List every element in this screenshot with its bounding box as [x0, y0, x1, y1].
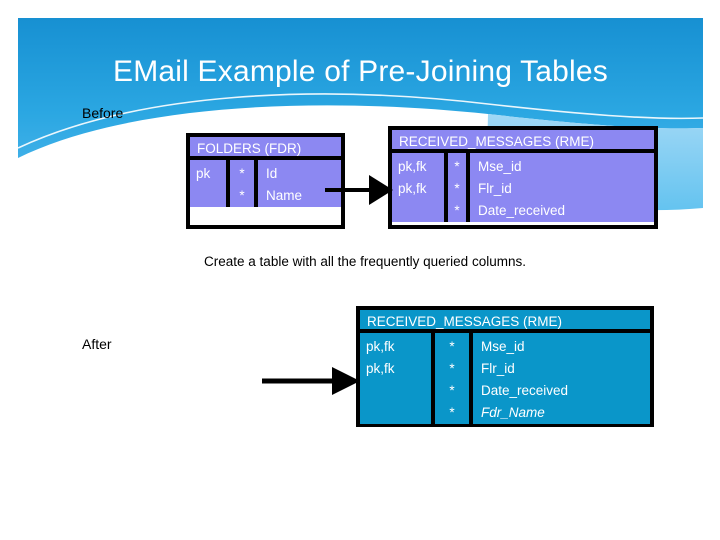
attribute-cell: Date_received	[478, 203, 566, 218]
er-table-received-messages-before[interactable]: RECEIVED_MESSAGES (RME) pk,fk pk,fk * * …	[388, 126, 658, 229]
er-table-received-messages-before-title: RECEIVED_MESSAGES (RME)	[392, 130, 654, 153]
attribute-cell: Date_received	[481, 383, 569, 398]
attribute-cell: Mse_id	[478, 159, 522, 174]
attribute-cell: Mse_id	[481, 339, 525, 354]
mandatory-marker: *	[449, 405, 455, 420]
er-table-received-messages-after[interactable]: RECEIVED_MESSAGES (RME) pk,fk pk,fk * * …	[356, 306, 654, 427]
mandatory-marker: *	[239, 166, 245, 181]
key-cell: pk,fk	[398, 159, 427, 174]
mandatory-marker: *	[239, 188, 245, 203]
mandatory-marker: *	[449, 383, 455, 398]
er-column-attributes: Id Name	[258, 160, 341, 207]
mandatory-marker: *	[449, 339, 455, 354]
relationship-connector-before-icon	[325, 175, 393, 205]
caption-text: Create a table with all the frequently q…	[204, 254, 526, 269]
er-column-mandatory-markers: * * *	[448, 153, 470, 222]
er-table-folders-body: pk * * Id Name	[190, 160, 341, 207]
label-before: Before	[82, 105, 124, 121]
er-table-folders-title: FOLDERS (FDR)	[190, 137, 341, 160]
er-table-received-messages-after-body: pk,fk pk,fk * * * * Mse_id Flr_id Date_r…	[360, 333, 650, 424]
attribute-cell: Flr_id	[481, 361, 515, 376]
er-column-keys: pk,fk pk,fk	[392, 153, 448, 222]
mandatory-marker: *	[454, 203, 460, 218]
er-column-mandatory-markers: * * * *	[435, 333, 473, 424]
er-column-attributes: Mse_id Flr_id Date_received Fdr_Name	[473, 333, 650, 424]
er-table-received-messages-before-body: pk,fk pk,fk * * * Mse_id Flr_id Date_rec…	[392, 153, 654, 222]
er-column-attributes: Mse_id Flr_id Date_received	[470, 153, 654, 222]
er-column-keys: pk	[190, 160, 230, 207]
er-column-mandatory-markers: * *	[230, 160, 258, 207]
key-cell: pk,fk	[366, 339, 395, 354]
mandatory-marker: *	[454, 181, 460, 196]
attribute-cell-new: Fdr_Name	[481, 405, 545, 420]
key-cell: pk	[196, 166, 211, 181]
attribute-cell: Name	[266, 188, 303, 203]
attribute-cell: Id	[266, 166, 278, 181]
page-title: EMail Example of Pre-Joining Tables	[112, 55, 608, 88]
er-table-received-messages-after-title: RECEIVED_MESSAGES (RME)	[360, 310, 650, 333]
label-after: After	[82, 336, 112, 352]
key-cell: pk,fk	[398, 181, 427, 196]
er-column-keys: pk,fk pk,fk	[360, 333, 435, 424]
mandatory-marker: *	[454, 159, 460, 174]
relationship-connector-after-icon	[262, 367, 360, 395]
key-cell: pk,fk	[366, 361, 395, 376]
attribute-cell: Flr_id	[478, 181, 512, 196]
mandatory-marker: *	[449, 361, 455, 376]
er-table-folders[interactable]: FOLDERS (FDR) pk * * Id Name	[186, 133, 345, 229]
